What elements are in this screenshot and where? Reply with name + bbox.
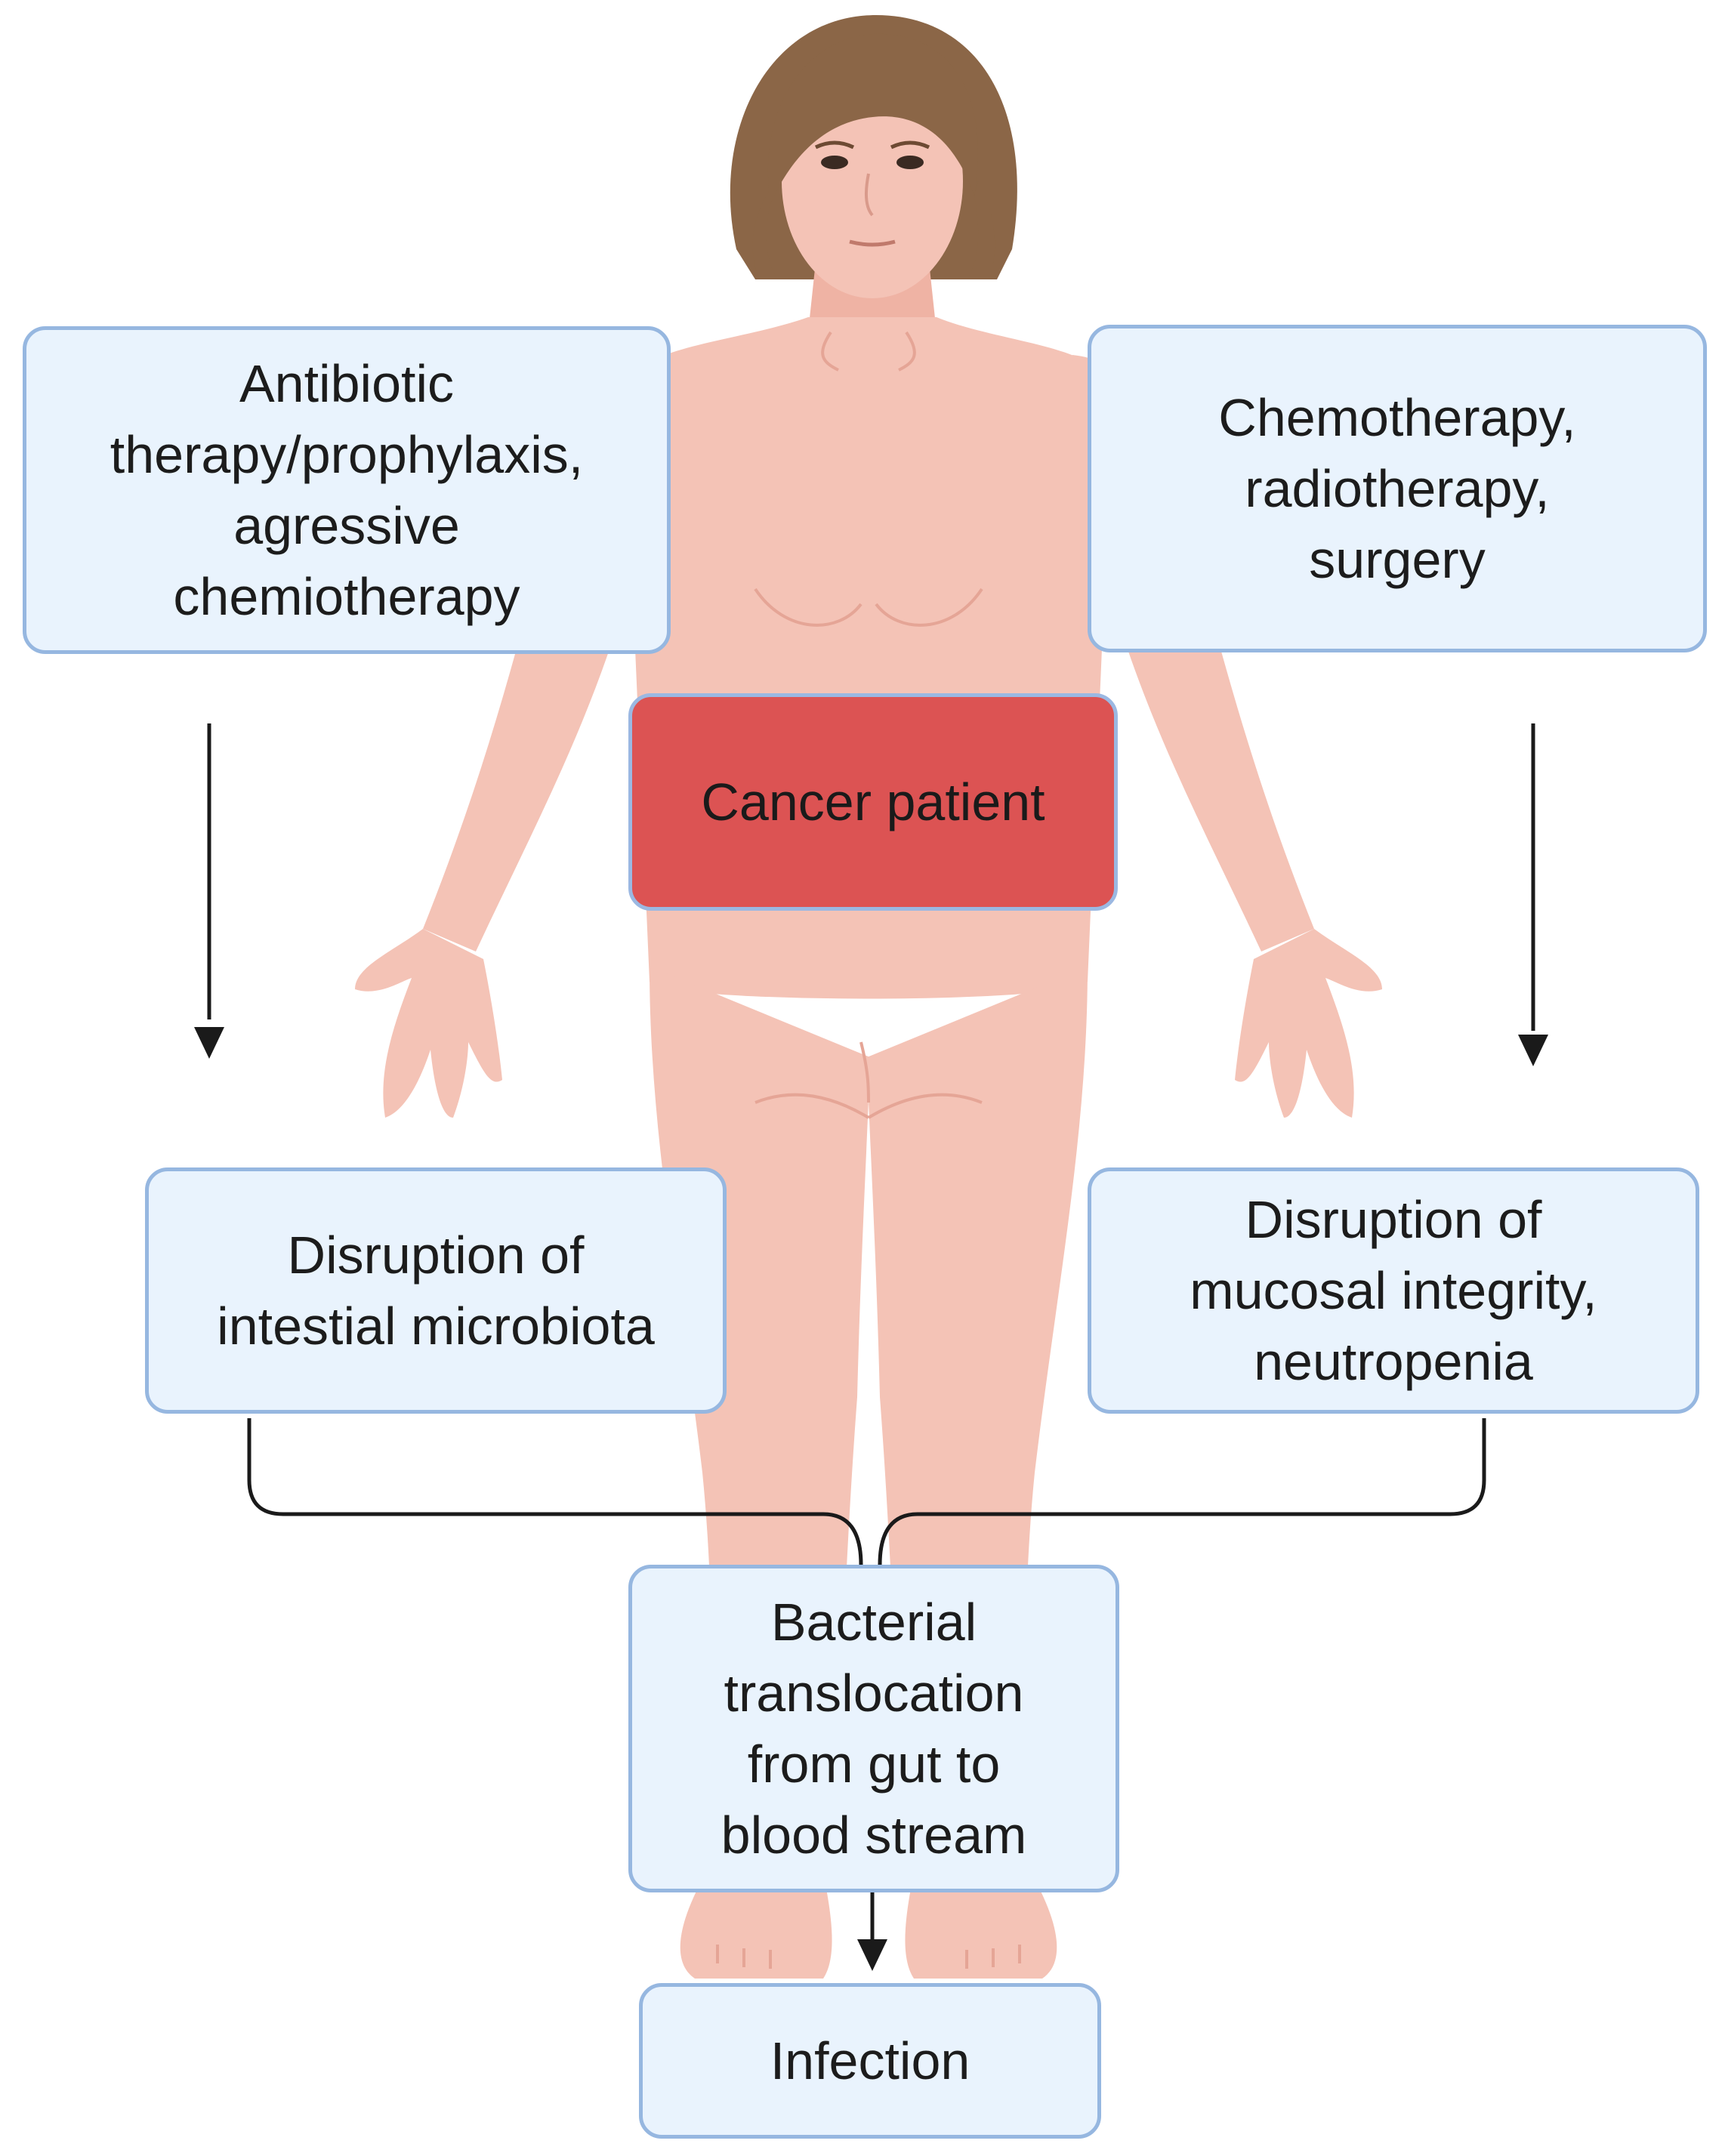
facial-features (814, 140, 930, 247)
antibiotic-therapy-box: Antibiotic therapy/prophylaxis, agressiv… (23, 326, 671, 654)
body-contours (754, 331, 983, 1119)
antibiotic-therapy-label: Antibiotic therapy/prophylaxis, agressiv… (110, 354, 584, 626)
microbiota-disruption-label: Disruption of intestial microbiota (217, 1226, 655, 1356)
arrowheads (194, 1027, 1548, 1971)
chemotherapy-label: Chemotherapy, radiotherapy, surgery (1218, 388, 1576, 589)
hair-front (767, 33, 978, 204)
cancer-patient-box: Cancer patient (628, 693, 1118, 911)
infection-box: Infection (639, 1983, 1101, 2139)
microbiota-disruption-box: Disruption of intestial microbiota (145, 1167, 727, 1414)
mucosal-disruption-label: Disruption of mucosal integrity, neutrop… (1190, 1190, 1597, 1391)
hair-side-left (752, 189, 778, 279)
chemotherapy-box: Chemotherapy, radiotherapy, surgery (1088, 325, 1707, 652)
mucosal-disruption-box: Disruption of mucosal integrity, neutrop… (1088, 1167, 1699, 1414)
arrowhead-microbiota (194, 1027, 224, 1059)
right-hand (1235, 929, 1382, 1118)
left-hand (355, 929, 502, 1118)
toe-lines (716, 1945, 1021, 1969)
hair-side-right (967, 181, 995, 279)
infection-label: Infection (770, 2031, 971, 2090)
bacterial-translocation-box: Bacterial translocation from gut to bloo… (628, 1565, 1119, 1892)
bacterial-translocation-label: Bacterial translocation from gut to bloo… (721, 1593, 1027, 1865)
arrowhead-infection (857, 1939, 887, 1971)
connectors (207, 723, 1535, 1939)
cancer-patient-label: Cancer patient (701, 773, 1045, 831)
arrowhead-mucosal (1518, 1035, 1548, 1066)
bracket-to-bacterial (247, 1418, 1486, 1565)
